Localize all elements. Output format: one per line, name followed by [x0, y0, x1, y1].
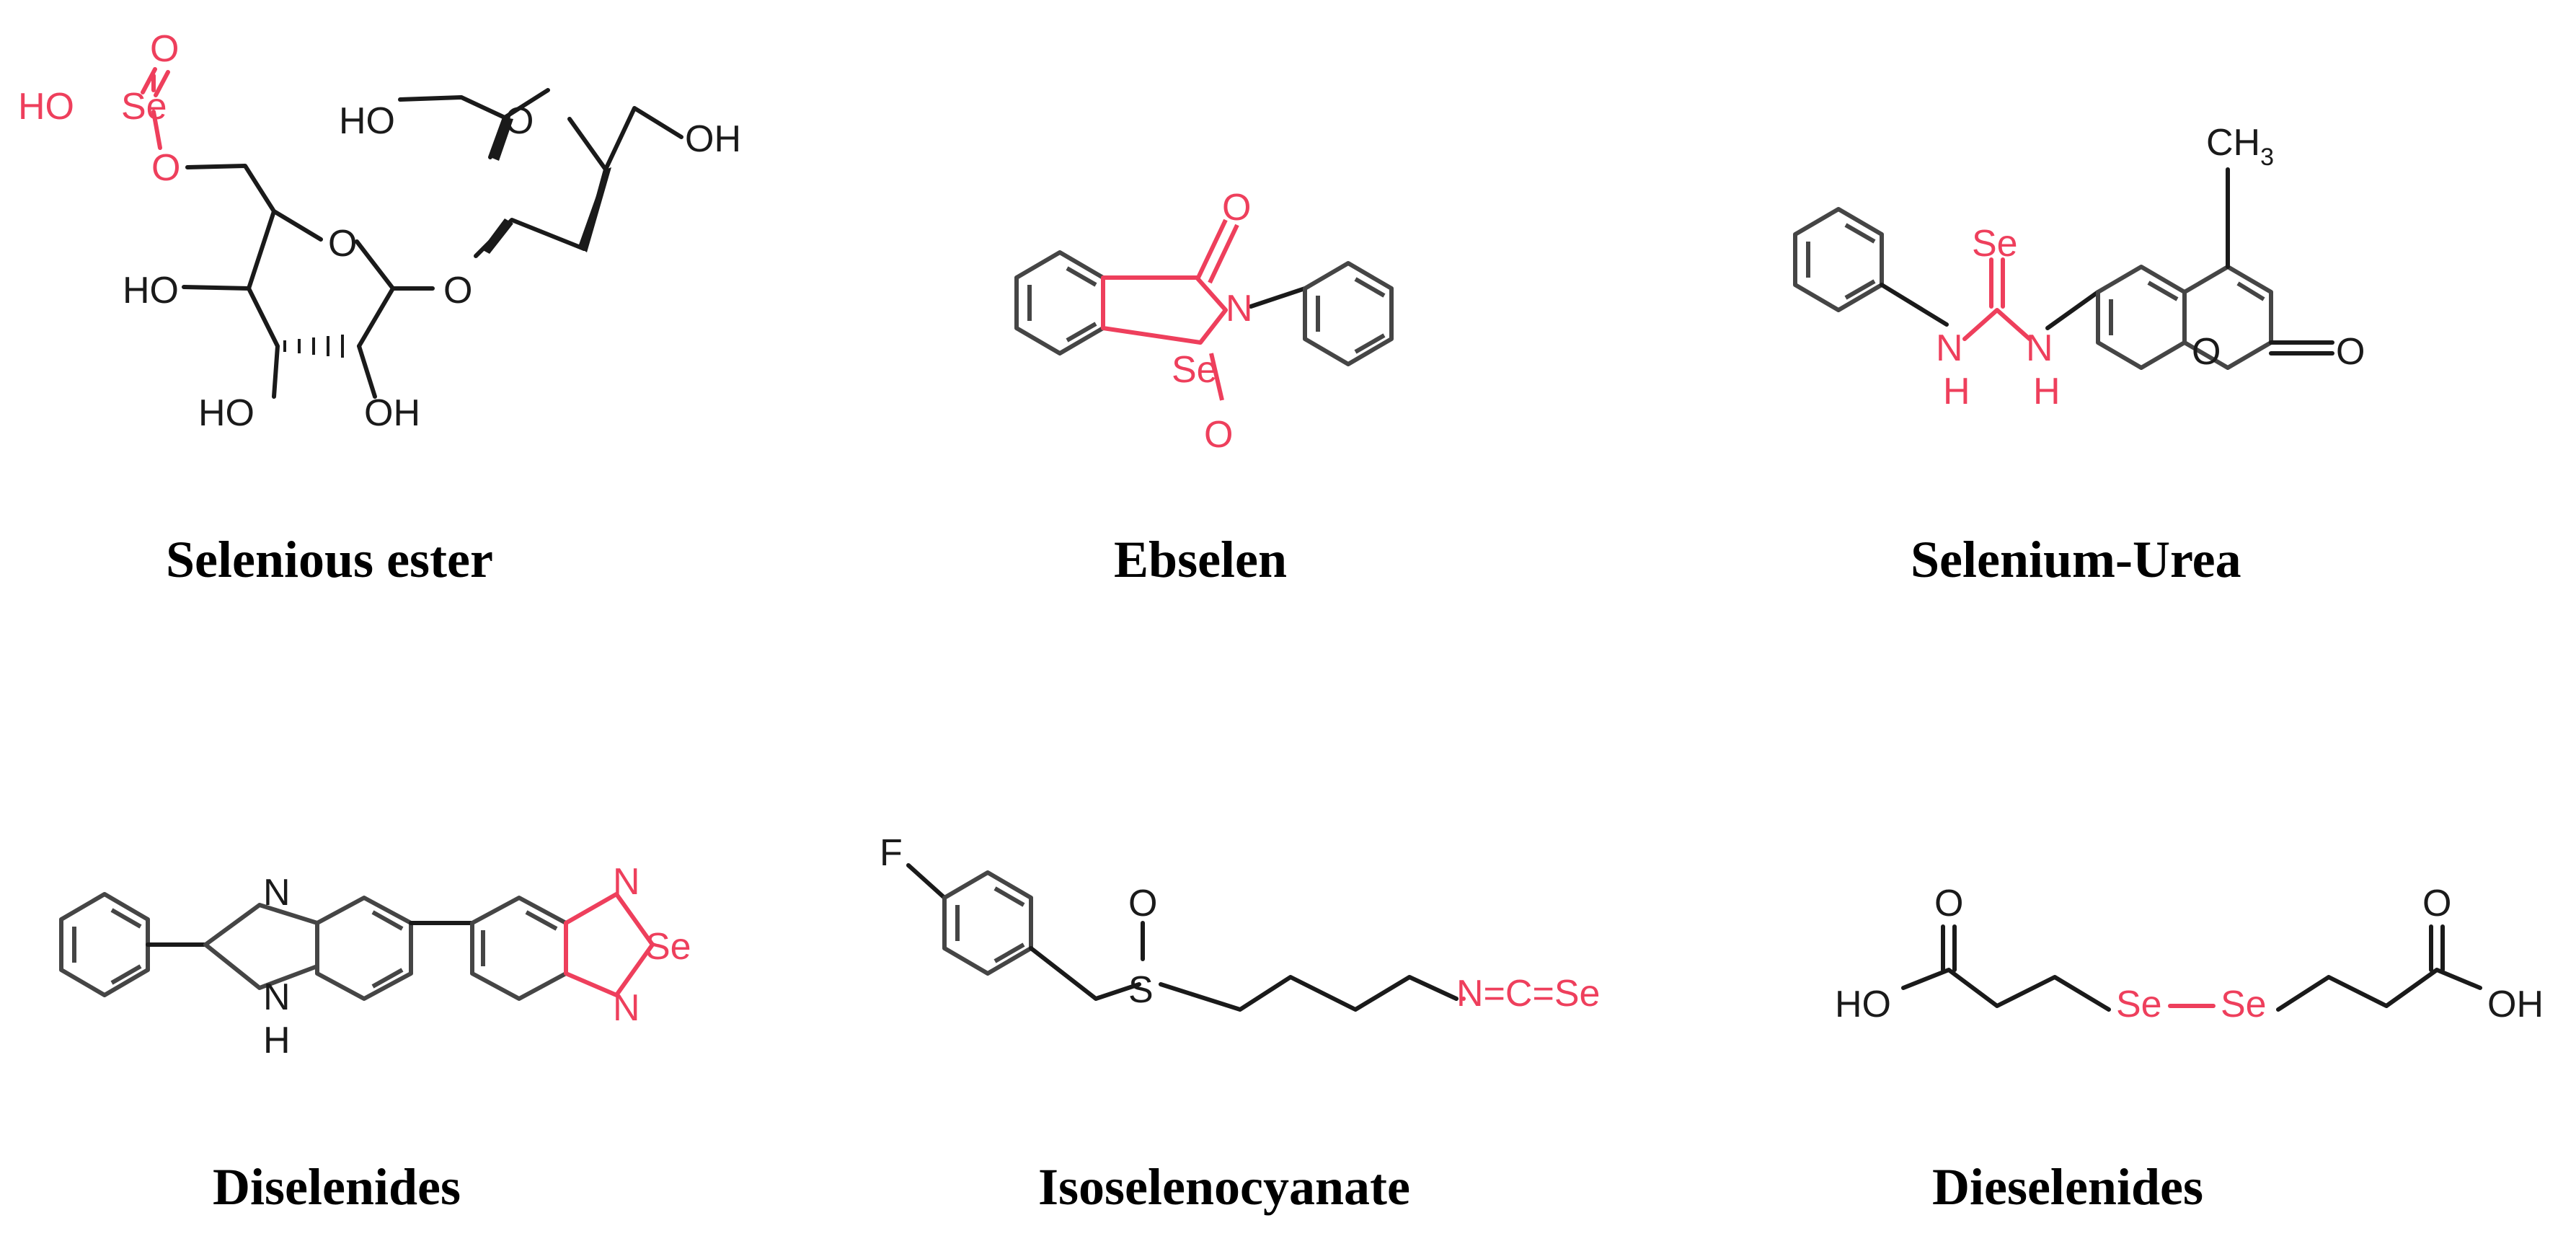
structure-selenium-urea	[1793, 167, 2334, 370]
atom-label: Se	[2116, 984, 2162, 1025]
atom-label: Se	[645, 926, 691, 968]
atom-label: Se	[1972, 223, 2018, 265]
atom-label: F	[880, 832, 903, 874]
atom-labels-isoselenocyanate: F O S N=C=Se	[880, 832, 1600, 1015]
atom-label: O	[2336, 331, 2365, 373]
atom-label: O	[1934, 883, 1963, 924]
compound-name: Ebselen	[1114, 531, 1287, 588]
structure-selenious-ester	[141, 67, 683, 399]
atom-label-subscript: 3	[2260, 143, 2274, 171]
atom-label: O	[150, 28, 179, 70]
atom-label: O	[1128, 883, 1157, 924]
atom-label: Se	[1172, 349, 1218, 391]
atom-label: H	[263, 1020, 291, 1061]
atom-label: O	[151, 147, 180, 189]
atom-label: CH3	[2206, 122, 2274, 171]
atom-label: H	[1943, 371, 1970, 412]
hashed-bond	[283, 335, 344, 358]
compound-name: Isoselenocyanate	[1038, 1158, 1410, 1216]
atom-labels-selenium-urea: Se N H N H CH3 O O	[1936, 122, 2365, 412]
compound-name: Selenious ester	[166, 531, 493, 588]
structure-isoselenocyanate	[906, 863, 1466, 1012]
atom-label: N	[2026, 327, 2053, 369]
compound-name: Dieselenides	[1932, 1158, 2203, 1216]
atom-label: O	[443, 270, 472, 312]
atom-label: OH	[364, 392, 420, 434]
structure-dieselenides	[1901, 924, 2482, 1012]
atom-label: N	[263, 976, 291, 1018]
atom-label: Se	[121, 86, 167, 128]
structure-diselenides	[59, 892, 655, 1001]
atom-label: O	[1204, 414, 1233, 456]
atom-label: O	[2422, 883, 2451, 924]
atom-label: OH	[2487, 984, 2544, 1025]
atom-label: HO	[123, 270, 179, 312]
atom-label: N	[1226, 288, 1253, 330]
atom-label: Se	[2221, 984, 2267, 1025]
atom-label: O	[1222, 187, 1251, 229]
structure-ebselen	[1014, 218, 1394, 401]
atom-labels-dieselenides: O HO Se Se O OH	[1835, 883, 2544, 1025]
atom-label: N	[613, 861, 640, 903]
atom-label: O	[505, 100, 534, 142]
atom-label: HO	[198, 392, 254, 434]
atom-labels-ebselen: O N Se O	[1172, 187, 1253, 456]
atom-label: N	[263, 872, 291, 914]
atom-labels-diselenides: N N H N Se N	[263, 861, 691, 1061]
atom-label: H	[2033, 371, 2061, 412]
atom-label: HO	[18, 86, 74, 128]
atom-label: HO	[1835, 984, 1891, 1025]
atom-label: N	[1936, 327, 1963, 369]
atom-label: O	[328, 223, 357, 265]
atom-label: OH	[685, 118, 741, 160]
atom-label: O	[2192, 331, 2221, 373]
atom-label: S	[1128, 969, 1154, 1011]
atom-label: N=C=Se	[1456, 973, 1600, 1015]
atom-label: HO	[339, 100, 395, 142]
atom-label: N	[613, 987, 640, 1029]
compound-name: Diselenides	[213, 1158, 461, 1216]
atom-labels-selenious-ester: O HO Se O HO O OH O HO O HO OH	[18, 28, 741, 434]
compound-name: Selenium-Urea	[1911, 531, 2241, 588]
atom-label-ch: CH	[2206, 122, 2260, 164]
